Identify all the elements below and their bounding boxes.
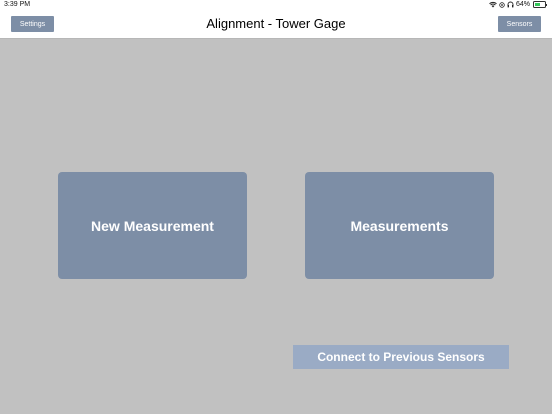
location-icon [499, 1, 505, 8]
sensors-button[interactable]: Sensors [498, 16, 541, 32]
new-measurement-button[interactable]: New Measurement [58, 172, 247, 279]
headphones-icon [507, 1, 514, 8]
status-right: 64% [489, 1, 547, 8]
battery-percent: 64% [515, 1, 530, 8]
battery-icon [533, 1, 547, 8]
measurements-button[interactable]: Measurements [305, 172, 494, 279]
page-title: Alignment - Tower Gage [206, 16, 346, 31]
wifi-icon [489, 1, 497, 8]
navigation-bar: Alignment - Tower Gage Settings Sensors [0, 11, 552, 39]
status-bar: 3:39 PM 64% [0, 0, 552, 11]
connect-previous-sensors-button[interactable]: Connect to Previous Sensors [293, 345, 509, 369]
settings-button[interactable]: Settings [11, 16, 54, 32]
status-time: 3:39 PM [4, 1, 31, 8]
